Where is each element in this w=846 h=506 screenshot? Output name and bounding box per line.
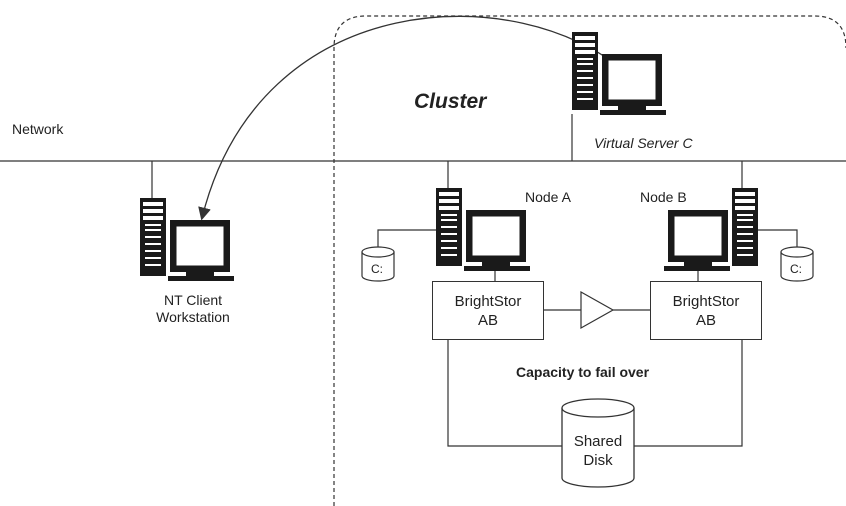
node-a-brightstor-line2: AB <box>477 311 498 329</box>
shared-disk-label: Shared Disk <box>562 432 634 470</box>
client-label: NT Client Workstation <box>138 292 248 326</box>
node-b-label: Node B <box>640 189 687 205</box>
cluster-label: Cluster <box>414 90 487 113</box>
cluster-boundary <box>333 15 846 506</box>
node-a-brightstor-line1: BrightStor <box>454 292 522 310</box>
failover-label: Capacity to fail over <box>516 364 650 380</box>
node-b-brightstor-box: BrightStor AB <box>650 281 762 340</box>
node-b-brightstor-line1: BrightStor <box>672 292 740 310</box>
client-label-line1: NT Client <box>163 292 223 308</box>
shared-disk-icon <box>561 398 635 488</box>
node-a-label: Node A <box>525 189 571 205</box>
node-a-brightstor-box: BrightStor AB <box>432 281 544 340</box>
network-label: Network <box>12 121 64 137</box>
virtual-server-computer-icon <box>571 31 667 116</box>
node-a-local-disk-label: C: <box>371 262 383 276</box>
curved-arrow <box>198 15 626 221</box>
triangle-connector-icon <box>580 290 615 330</box>
client-label-line2: Workstation <box>156 309 230 325</box>
shared-disk-line1: Shared <box>573 433 623 450</box>
shared-disk-line2: Disk <box>583 452 613 469</box>
client-computer-icon <box>139 197 235 282</box>
node-b-local-disk-icon <box>780 246 814 282</box>
node-b-brightstor-line2: AB <box>695 311 716 329</box>
node-a-computer-icon <box>435 187 531 272</box>
virtual-server-label: Virtual Server C <box>594 135 693 151</box>
node-a-local-disk-icon <box>361 246 395 282</box>
node-b-local-disk-label: C: <box>790 262 802 276</box>
